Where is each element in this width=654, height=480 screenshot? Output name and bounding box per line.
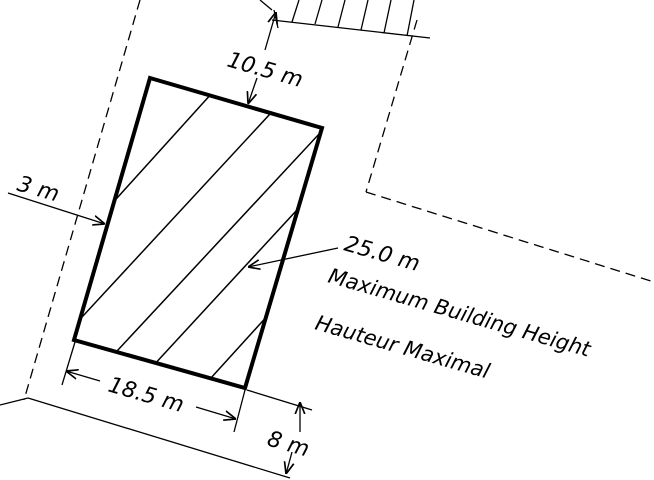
- bottom-setback-dimension: [246, 389, 313, 474]
- lot-edge-left: [0, 397, 29, 406]
- bottom-setback-label: 8 m: [264, 427, 312, 463]
- bottom-width-dimension: [61, 341, 246, 433]
- side-setback-leader: [7, 192, 105, 224]
- lot-edge-bottom: [27, 397, 291, 479]
- building-footprint: [71, 75, 325, 391]
- top-setback-arrow-down: [248, 77, 258, 104]
- side-setback-label: 3 m: [14, 172, 62, 208]
- top-setback-dimension: [248, 12, 276, 104]
- bottom-setback-arrow-down: [286, 451, 292, 474]
- width-arrow-left: [66, 371, 101, 382]
- width-extension-left: [61, 341, 76, 386]
- bottom-setback-extension: [246, 389, 313, 411]
- lot-boundary-dashed: [23, 0, 654, 401]
- width-arrow-right: [195, 406, 236, 419]
- top-setback-arrow-up: [264, 12, 276, 51]
- bottom-width-label: 18.5 m: [105, 373, 186, 418]
- lot-line-right-upper: [365, 19, 418, 193]
- side-setback-dimension: [7, 192, 105, 224]
- top-setback-label: 10.5 m: [224, 48, 305, 93]
- building-hatch: [74, 78, 322, 388]
- parking-stalls: [271, 0, 431, 39]
- lot-edge-lines: [0, 0, 291, 479]
- height-leader-arrow: [248, 247, 339, 267]
- width-extension-right: [233, 389, 246, 433]
- lot-line-right-lower: [365, 191, 654, 283]
- lot-edge-top-right: [259, 0, 273, 11]
- lot-line-left-outer: [23, 0, 141, 401]
